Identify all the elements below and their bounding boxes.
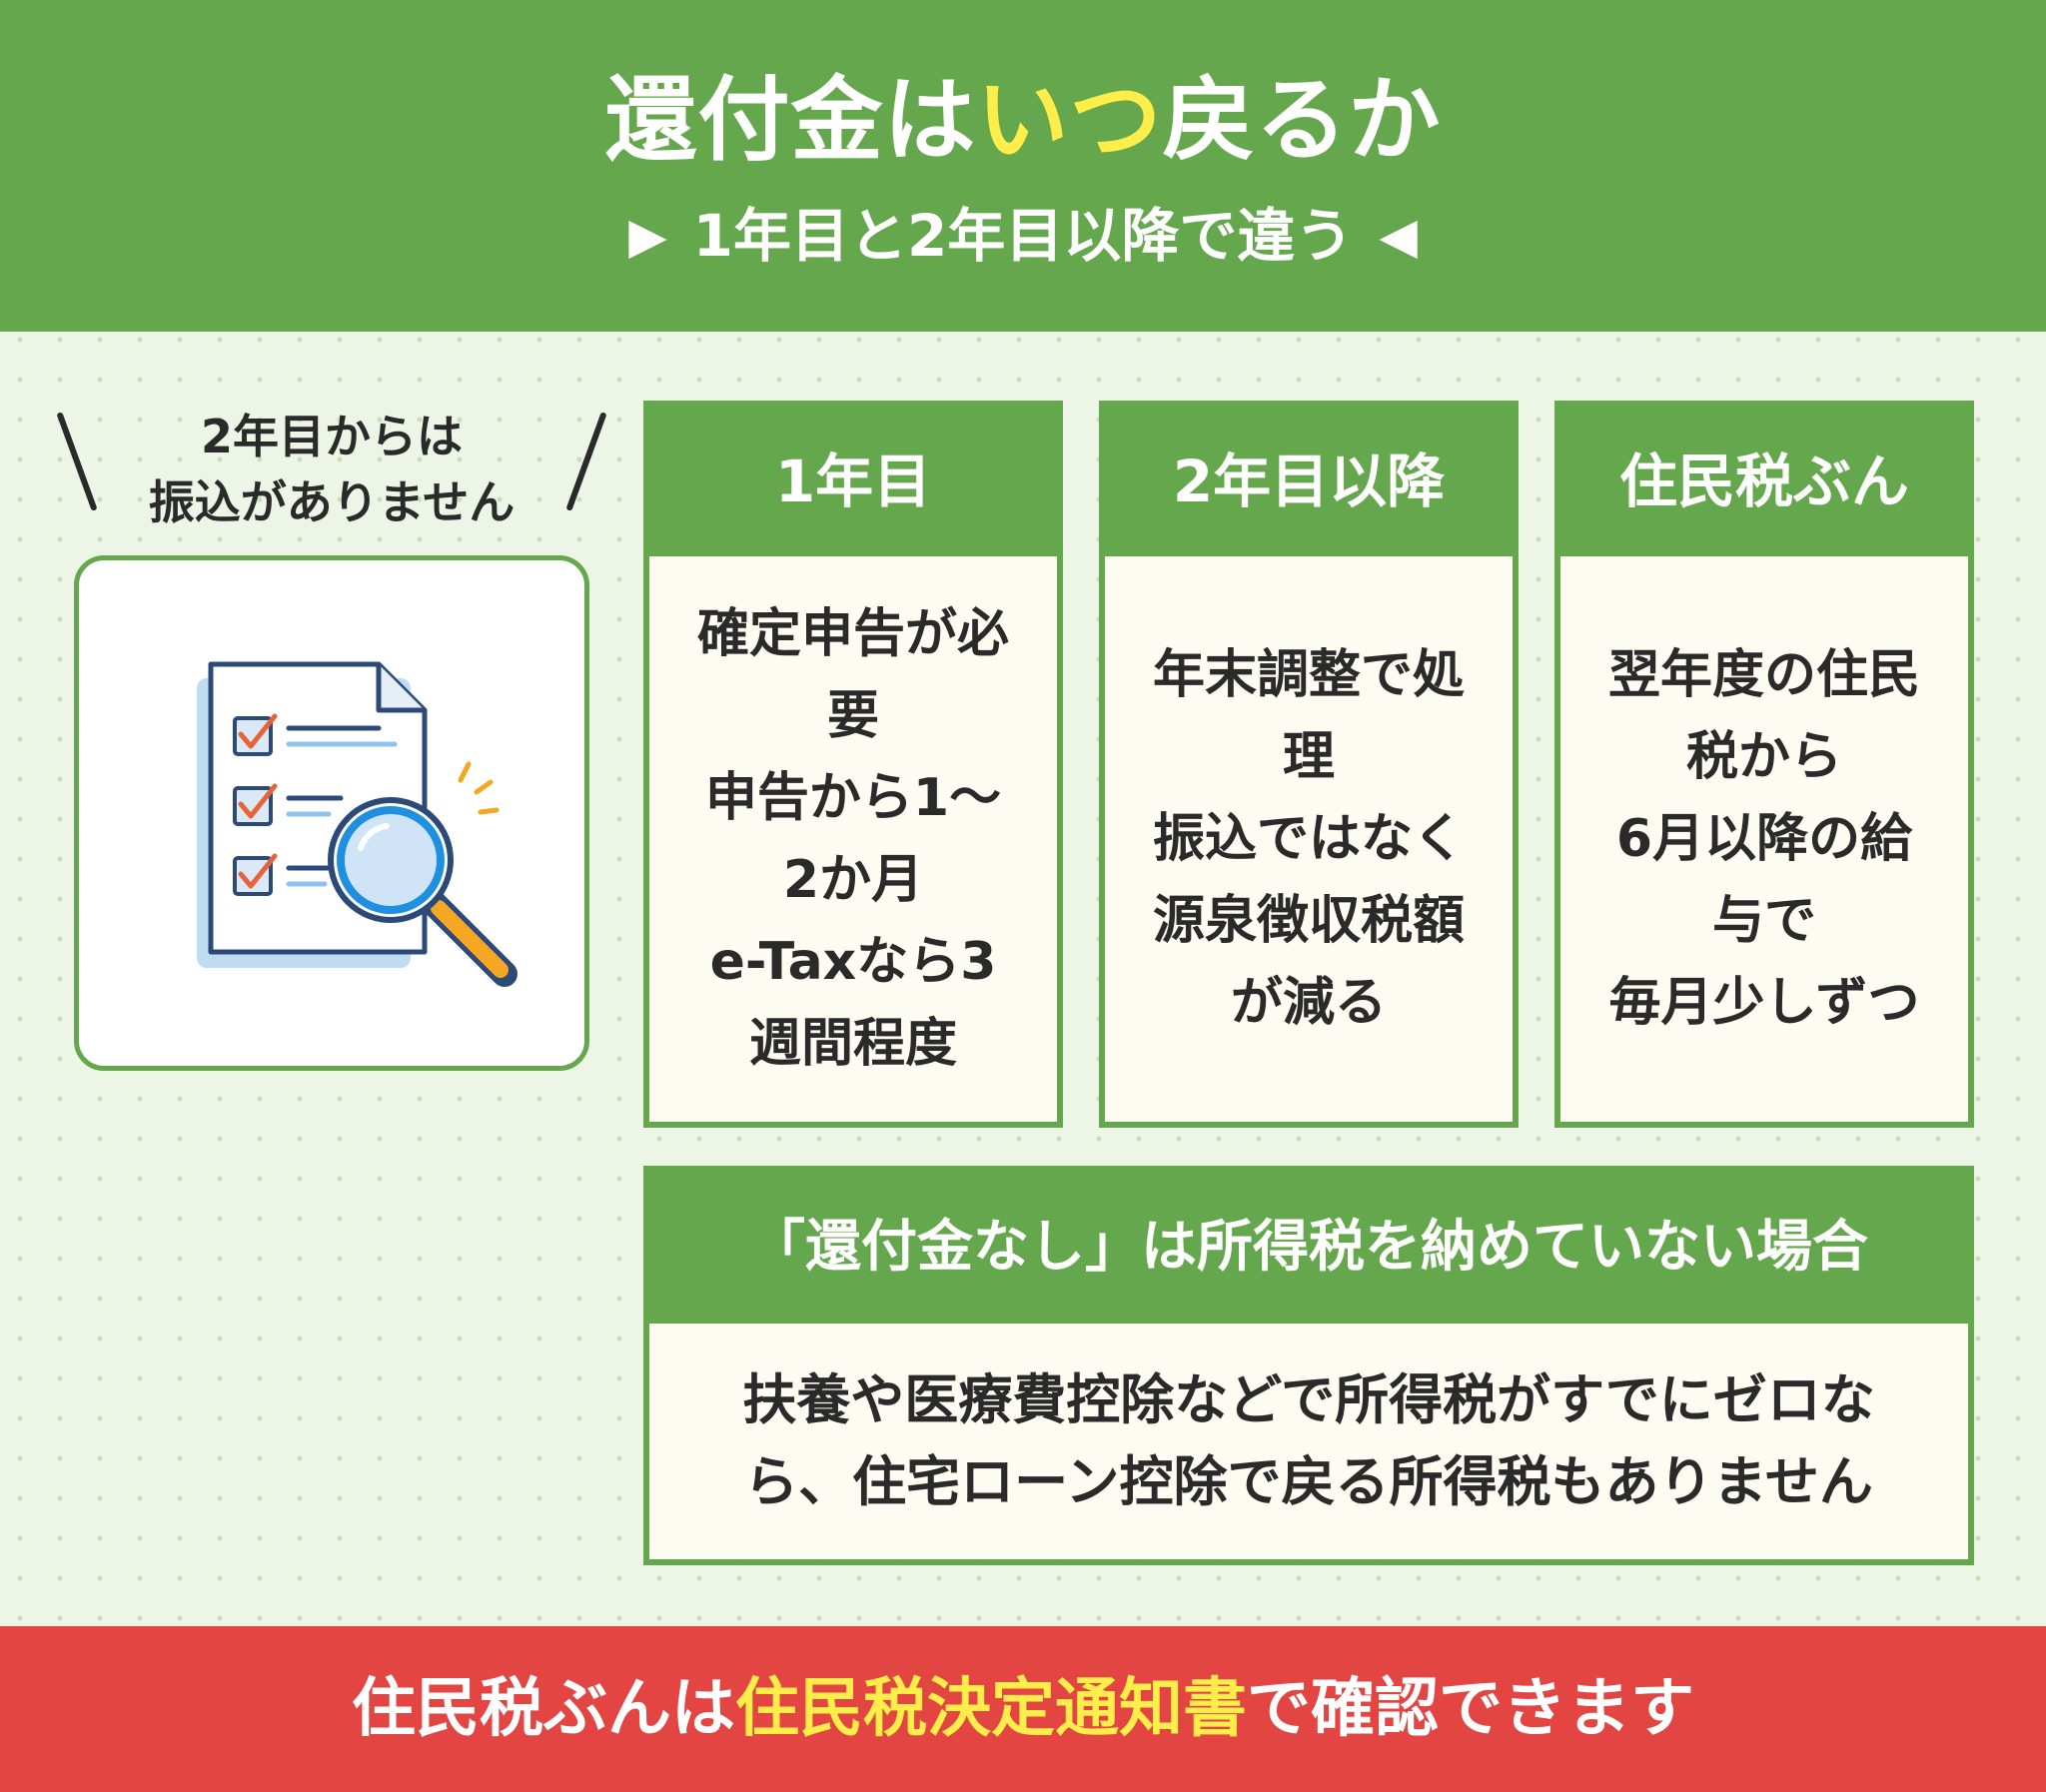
card-line: 6月以降の給 (1615, 809, 1913, 869)
card-line: 理 (1282, 727, 1335, 787)
card-line: 申告から1〜 (704, 768, 1002, 828)
note-box-line1: 扶養や医療費控除などで所得税がすでにゼロな (742, 1368, 1875, 1431)
card-body: 確定申告が必 要 申告から1〜 2か月 e-Taxなら3 週間程度 (649, 556, 1057, 1122)
note-box-title: 「還付金なし」は所得税を納めていない場合 (649, 1172, 1968, 1324)
card-line: 税から (1685, 727, 1842, 787)
title-part1: 還付金は (604, 67, 977, 174)
checkbox-icon (233, 713, 278, 896)
card-title: 住民税ぶん (1560, 407, 1968, 556)
card-line: 振込ではなく (1152, 809, 1465, 869)
sparkle-icon (458, 761, 500, 815)
card-title: 1年目 (649, 407, 1057, 556)
title-part2: 戻るか (1162, 67, 1442, 174)
footer-banner: 住民税ぶんは住民税決定通知書で確認できます (0, 1626, 2046, 1792)
card-body: 年末調整で処 理 振込ではなく 源泉徴収税額 が減る (1105, 556, 1513, 1122)
card-line: が減る (1230, 973, 1387, 1033)
subtitle-text: 1年目と2年目以降で違う (692, 202, 1354, 270)
card-title: 2年目以降 (1105, 407, 1513, 556)
footer-part2: で確認できます (1247, 1672, 1694, 1746)
card-line: 翌年度の住民 (1607, 645, 1920, 705)
footer-part1: 住民税ぶんは (352, 1672, 735, 1746)
card-line: 毎月少しずつ (1608, 973, 1920, 1033)
side-note-line2: 振込がありません (148, 475, 515, 529)
title-highlight: いつ (976, 67, 1163, 174)
page-subtitle: ▶ 1年目と2年目以降で違う ◀ (0, 200, 2046, 272)
card-line: 確定申告が必 (696, 604, 1009, 664)
page-title: 還付金はいつ戻るか (0, 66, 2046, 176)
no-refund-note-box: 「還付金なし」は所得税を納めていない場合 扶養や医療費控除などで所得税がすでにゼ… (643, 1166, 1974, 1565)
footer-highlight: 住民税決定通知書 (735, 1672, 1247, 1746)
card-line: 要 (826, 686, 879, 746)
card-resident-tax: 住民税ぶん 翌年度の住民 税から 6月以降の給 与で 毎月少しずつ (1554, 401, 1974, 1128)
side-note-text: 2年目からは 振込がありません (52, 404, 611, 535)
card-line: e-Taxなら3 (709, 932, 997, 992)
card-body: 翌年度の住民 税から 6月以降の給 与で 毎月少しずつ (1560, 556, 1968, 1122)
triangle-right-icon: ▶ (628, 207, 667, 265)
card-line: 週間程度 (748, 1014, 957, 1074)
note-box-body: 扶養や医療費控除などで所得税がすでにゼロな ら、住宅ローン控除で戻る所得税もあり… (649, 1324, 1968, 1559)
card-line: 2か月 (782, 850, 924, 910)
header-banner: 還付金はいつ戻るか ▶ 1年目と2年目以降で違う ◀ (0, 0, 2046, 332)
document-search-illustration (197, 661, 517, 987)
card-line: 与で (1711, 891, 1816, 951)
note-box-line2: ら、住宅ローン控除で戻る所得税もありません (744, 1450, 1873, 1513)
card-line: 源泉徴収税額 (1152, 891, 1465, 951)
card-first-year: 1年目 確定申告が必 要 申告から1〜 2か月 e-Taxなら3 週間程度 (643, 401, 1063, 1128)
illustration-box (74, 555, 589, 1071)
side-note: 2年目からは 振込がありません (52, 404, 611, 529)
card-second-year: 2年目以降 年末調整で処 理 振込ではなく 源泉徴収税額 が減る (1099, 401, 1519, 1128)
magnifier-icon (328, 797, 517, 987)
triangle-left-icon: ◀ (1379, 207, 1418, 265)
side-note-line1: 2年目からは (200, 410, 463, 463)
card-line: 年末調整で処 (1152, 645, 1465, 705)
list-lines (286, 725, 398, 887)
